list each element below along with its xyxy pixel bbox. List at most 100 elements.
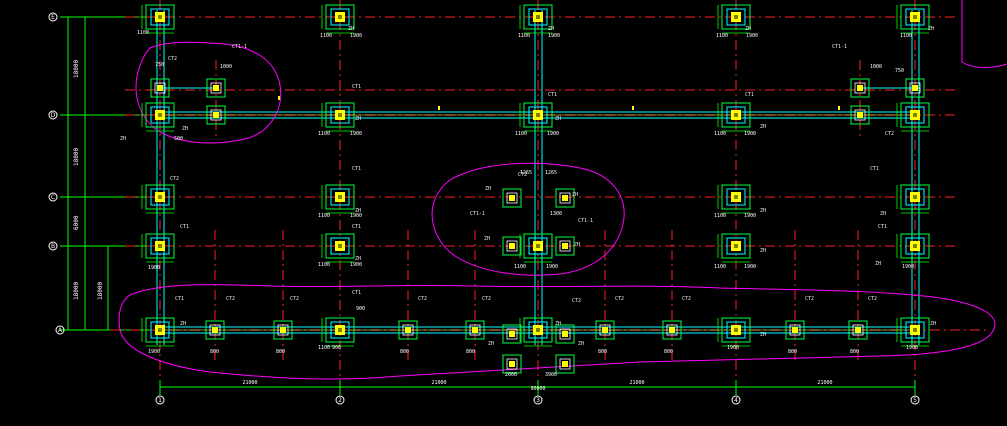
cap-dim-a-small8: 800 bbox=[850, 349, 859, 355]
row-bubble-c: C bbox=[51, 194, 55, 201]
cap-dim-d-right-top: 1000 bbox=[870, 64, 882, 70]
label-pile-c5: ZH bbox=[880, 211, 886, 217]
revision-clouds bbox=[118, 0, 1007, 380]
beam-markers bbox=[278, 96, 840, 110]
cap-dim-e4-a: 1100 bbox=[716, 33, 728, 39]
label-cloud2-pile2: ZH bbox=[572, 192, 578, 198]
row-bubble-d: D bbox=[51, 112, 56, 119]
cap-dim-d3-a: 1100 bbox=[515, 131, 527, 137]
label-cloud2-pile4: ZH bbox=[574, 242, 580, 248]
cap-dim-d-right-750: 750 bbox=[895, 68, 904, 74]
label-pile-d3: ZH bbox=[555, 116, 561, 122]
cap-dim-a-small4: 800 bbox=[466, 349, 475, 355]
cap-dim-a2-top: 900 bbox=[356, 306, 365, 312]
cap-dim-a5-b: 1900 bbox=[906, 345, 918, 351]
small-pile-cap bbox=[150, 78, 170, 98]
cap-dim-a1-b: 1900 bbox=[148, 349, 160, 355]
cap-dim-a-small1: 800 bbox=[210, 349, 219, 355]
pile-cap bbox=[141, 317, 175, 347]
label-pile-c2: ZH bbox=[355, 208, 361, 214]
small-pile-cap bbox=[502, 236, 522, 256]
small-pile-cap bbox=[905, 78, 925, 98]
small-pile-cap bbox=[595, 320, 615, 340]
label-cap-d1: CT1-1 bbox=[232, 44, 247, 50]
label-cloud2-tag: CT1-1 bbox=[470, 211, 485, 217]
cap-dim-cloud2-mid: 1300 bbox=[550, 211, 562, 217]
cap-dim-e2-b: 1900 bbox=[350, 33, 362, 39]
dim-b-a-inner: 18000 bbox=[97, 282, 104, 300]
pile-cap bbox=[896, 233, 930, 263]
label-cap-a-s4: CT2 bbox=[482, 296, 491, 302]
column-axis-bubbles: 1 2 3 4 5 bbox=[155, 395, 920, 405]
label-cap-b1: CT1 bbox=[180, 224, 189, 230]
label-pile-a3: ZH bbox=[555, 321, 561, 327]
label-cap-a-s6: CT2 bbox=[615, 296, 624, 302]
label-cap-d5: CT1-1 bbox=[832, 44, 847, 50]
cap-dim-a-small5: 800 bbox=[598, 349, 607, 355]
small-pile-cap bbox=[502, 354, 522, 374]
bottom-dimension-text: 21000 21000 90000 21000 21000 bbox=[242, 380, 832, 392]
label-cap-a-s9: CT2 bbox=[868, 296, 877, 302]
label-cap-a-s1: CT2 bbox=[226, 296, 235, 302]
annotation-labels: CT1-1 CT2 ZH ZH ZH ZH ZH ZH CT1 CT1 CT1 … bbox=[120, 26, 936, 347]
cap-dim-a4-b: 1900 bbox=[727, 345, 739, 351]
bottom-dimension-chain bbox=[159, 380, 916, 395]
cap-dim-b1-b: 1900 bbox=[148, 265, 160, 271]
cap-dim-c2-a: 1100 bbox=[318, 213, 330, 219]
small-pile-cap bbox=[850, 78, 870, 98]
dim-e-d: 18000 bbox=[73, 60, 80, 78]
label-cap-d3: CT1 bbox=[548, 92, 557, 98]
cap-dim-c2-b: 1900 bbox=[350, 213, 362, 219]
pile-cap bbox=[321, 233, 355, 263]
cap-dim-b2-a: 1100 bbox=[318, 262, 330, 268]
label-pile-a4: ZH bbox=[760, 332, 766, 338]
label-cap-a1: CT1 bbox=[175, 296, 184, 302]
label-pile-d4: ZH bbox=[760, 124, 766, 130]
label-cloud2-pile1: ZH bbox=[485, 186, 491, 192]
col-bubble-5: 5 bbox=[913, 397, 917, 404]
label-cap-d2: CT1 bbox=[352, 84, 361, 90]
cap-dim-c4-a: 1100 bbox=[714, 213, 726, 219]
label-cloud2-pile3: ZH bbox=[484, 236, 490, 242]
pile-cap bbox=[141, 4, 175, 34]
pile-cap bbox=[141, 102, 175, 132]
cap-dim-e4-b: 1900 bbox=[746, 33, 758, 39]
label-cap-c5: CT1 bbox=[870, 166, 879, 172]
col-bubble-3: 3 bbox=[536, 397, 540, 404]
label-cap-a-s8: CT2 bbox=[805, 296, 814, 302]
cap-dim-d3-b: 1900 bbox=[547, 131, 559, 137]
small-pile-cap bbox=[205, 320, 225, 340]
label-pile-b2: ZH bbox=[355, 256, 361, 262]
col-bubble-1: 1 bbox=[158, 397, 162, 404]
cap-dim-e3-b: 1900 bbox=[548, 33, 560, 39]
label-cap-a-s7: CT2 bbox=[682, 296, 691, 302]
label-cap-a2: CT1 bbox=[352, 290, 361, 296]
row-bubble-e: E bbox=[51, 14, 55, 21]
cap-dim-d1-500: 500 bbox=[174, 136, 183, 142]
pile-cap bbox=[141, 184, 175, 214]
label-pile-a1: ZH bbox=[180, 321, 186, 327]
small-pile-cap bbox=[502, 324, 522, 344]
label-pile-b4: ZH bbox=[760, 248, 766, 254]
small-pile-cap bbox=[555, 236, 575, 256]
cap-dim-a-small2: 800 bbox=[276, 349, 285, 355]
label-pile-a5: ZH bbox=[930, 321, 936, 327]
cap-dim-d2-b: 1900 bbox=[350, 131, 362, 137]
cap-dim-cloud2-top: 1265 bbox=[520, 170, 532, 176]
cap-dim-d4-b: 1900 bbox=[744, 131, 756, 137]
pile-cap bbox=[717, 102, 751, 132]
label-cap-a-s3: CT2 bbox=[418, 296, 427, 302]
pile-cap bbox=[717, 317, 751, 347]
cap-dim-b2-b: 1900 bbox=[350, 262, 362, 268]
label-pile-a3-r: ZH bbox=[578, 341, 584, 347]
label-cap-a-s2: CT2 bbox=[290, 296, 299, 302]
cap-dim-d-left-top: 1000 bbox=[220, 64, 232, 70]
label-cap-b2: CT1 bbox=[352, 224, 361, 230]
label-pile-b5: ZH bbox=[875, 261, 881, 267]
cap-dim-a2-a: 1100 bbox=[318, 345, 330, 351]
pile-cap bbox=[519, 317, 553, 347]
dim-c-b: 6000 bbox=[73, 215, 80, 230]
cap-dim-b3-b: 1900 bbox=[546, 264, 558, 270]
cap-dim-b4-b: 1900 bbox=[744, 264, 756, 270]
span-1-2: 21000 bbox=[242, 380, 257, 386]
